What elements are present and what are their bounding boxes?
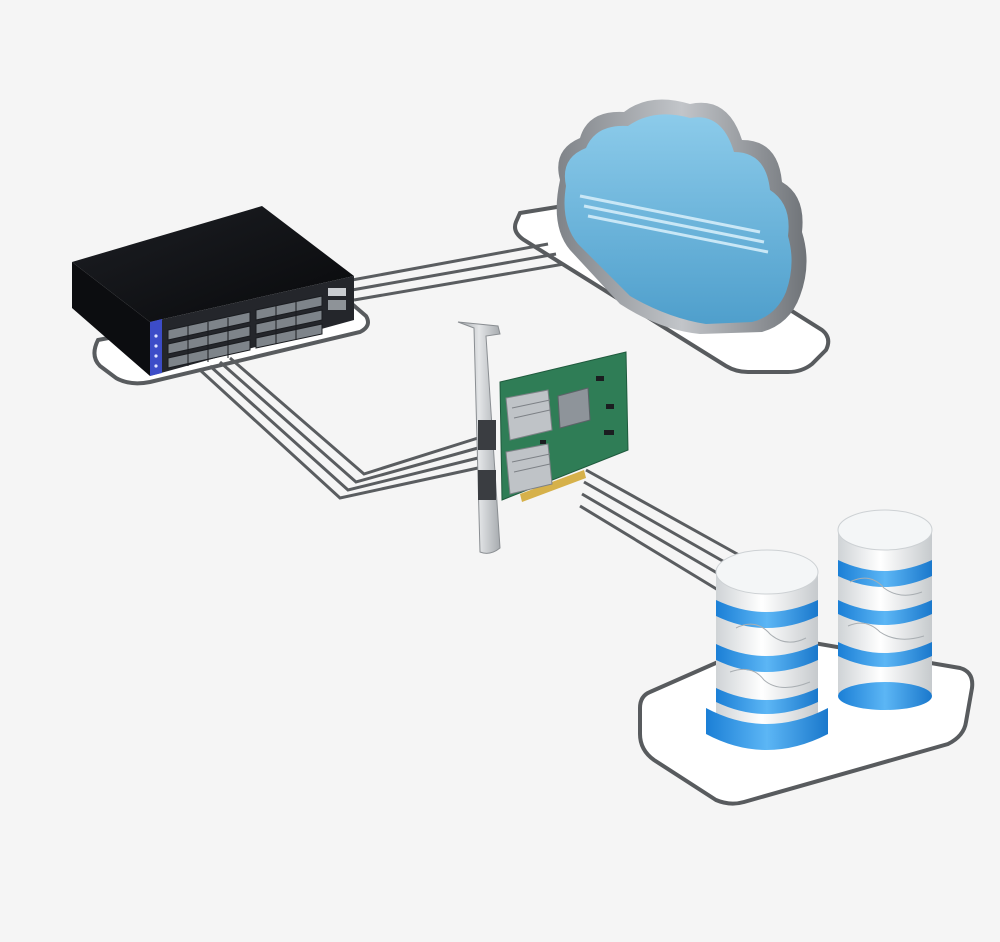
cable-adapter-to-storage bbox=[579, 468, 749, 598]
network-switch-icon bbox=[72, 206, 354, 376]
database-cylinder-back bbox=[837, 509, 933, 710]
cable-switch-to-adapter bbox=[198, 356, 479, 500]
cloud-icon bbox=[556, 99, 807, 334]
cable-switch-to-cloud bbox=[351, 242, 565, 302]
database-storage-icon bbox=[706, 509, 933, 750]
database-cylinder-front bbox=[706, 549, 828, 750]
network-adapter-card-icon bbox=[457, 321, 629, 554]
